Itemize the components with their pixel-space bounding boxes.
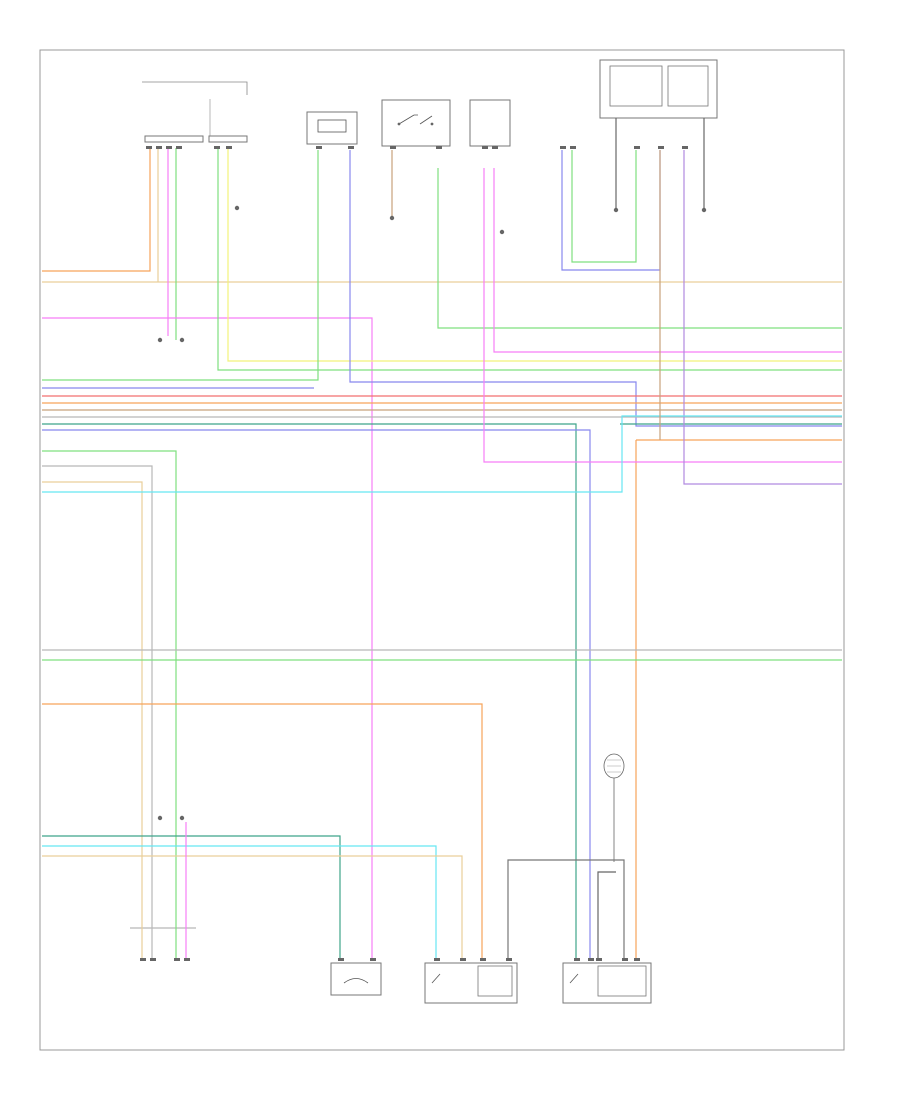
wire-pink bbox=[42, 317, 373, 960]
ground-dot bbox=[234, 205, 240, 211]
wire-cyan bbox=[42, 415, 842, 493]
wire-green-mid bbox=[217, 148, 842, 371]
wire-green-right-a bbox=[571, 150, 637, 263]
component-speaker bbox=[603, 753, 625, 862]
ground-dot bbox=[179, 337, 185, 343]
grounds bbox=[157, 205, 707, 821]
wire-gray-module-2 bbox=[597, 871, 616, 960]
ground-dot bbox=[613, 207, 619, 213]
wire-violet bbox=[683, 150, 842, 485]
ground-dot bbox=[157, 337, 163, 343]
wire-orange bbox=[42, 148, 151, 272]
wire-orange-down bbox=[635, 439, 842, 960]
wire-dkgreen-bottom bbox=[42, 835, 341, 960]
component-bottom-module-a bbox=[424, 962, 518, 1004]
ground-dot bbox=[179, 815, 185, 821]
wire-pink-right bbox=[493, 168, 842, 353]
ground-dot bbox=[389, 215, 395, 221]
component-bottom-center-module bbox=[330, 962, 382, 996]
wire-tan-left-low bbox=[42, 481, 143, 960]
wire-green-mirror bbox=[42, 150, 319, 381]
wire-yellow bbox=[227, 148, 842, 362]
component-lower-left-module bbox=[469, 99, 511, 147]
pin-markers bbox=[140, 146, 688, 961]
components bbox=[130, 59, 718, 1004]
wire-blue-down bbox=[42, 429, 591, 960]
component-left-mirror-module bbox=[306, 111, 358, 145]
component-top-left-connector bbox=[142, 81, 248, 143]
wire-green-right bbox=[437, 168, 842, 329]
wire-tan-bottom bbox=[42, 855, 463, 960]
diagram-border bbox=[39, 49, 845, 1051]
wire-green-left-low bbox=[42, 450, 177, 960]
ground-dot bbox=[701, 207, 707, 213]
ground-dot bbox=[157, 815, 163, 821]
component-switch bbox=[381, 99, 451, 147]
wire-blue-right-a bbox=[561, 150, 661, 271]
wire-blue-mirror bbox=[349, 150, 842, 427]
wire-cyan-bottom bbox=[42, 845, 437, 960]
wire-dkgreen bbox=[42, 423, 577, 960]
wire-pink-low bbox=[483, 168, 842, 463]
component-top-right-module bbox=[599, 59, 718, 119]
component-bottom-module-b bbox=[562, 962, 652, 1004]
wires bbox=[42, 118, 842, 960]
ground-dot bbox=[499, 229, 505, 235]
wire-gray-module bbox=[507, 859, 625, 960]
wire-gray-left bbox=[42, 465, 153, 960]
wire-orange-bus bbox=[42, 703, 483, 960]
